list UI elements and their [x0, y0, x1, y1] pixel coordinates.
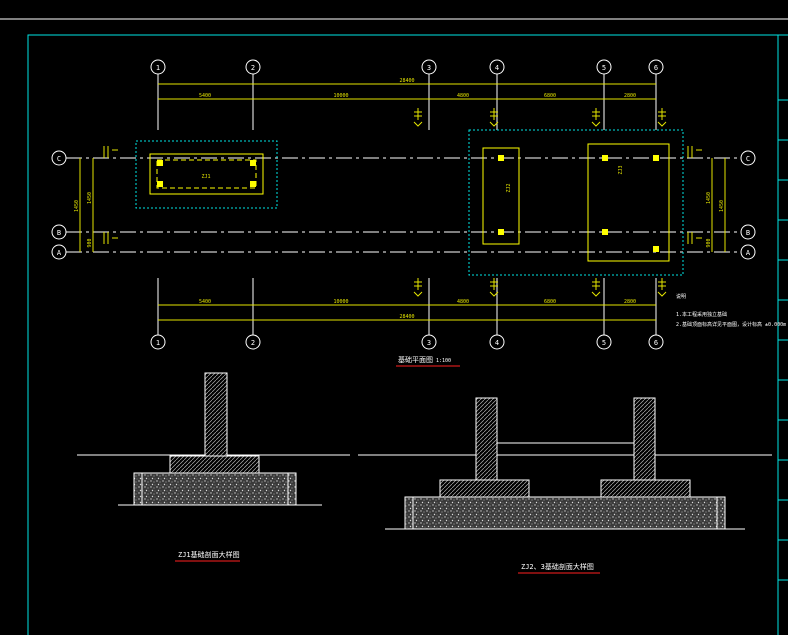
dim-top-3: 4800	[457, 93, 469, 99]
column	[250, 181, 256, 187]
axis-label-4-top: 4	[495, 64, 499, 72]
elevation-marks	[103, 108, 702, 297]
footing-label-zj1: ZJ1	[201, 174, 210, 180]
footing-label-zj2: ZJ2	[506, 183, 512, 192]
dim-bottom-5: 2800	[624, 299, 636, 305]
plan-title: 基础平面图	[398, 355, 433, 364]
detail-zj2-zj3: ZJ2、3基础剖面大样图	[358, 397, 772, 574]
axis-label-a-left: A	[57, 249, 62, 257]
footing-zj2	[482, 147, 520, 245]
notes-heading: 说明	[676, 293, 686, 300]
detail-left-title: ZJ1基础剖面大样图	[178, 550, 240, 559]
plan-notes: 说明 1.本工程采用独立基础 2.基础顶面标高详见平面图，设计标高 ±0.000…	[676, 293, 786, 328]
dim-bottom-4: 6800	[544, 299, 556, 305]
dim-top-5: 2800	[624, 93, 636, 99]
axis-label-4-bottom: 4	[495, 339, 499, 347]
axis-label-b-right: B	[746, 229, 750, 237]
column	[602, 229, 608, 235]
column	[653, 246, 659, 252]
axis-label-6-top: 6	[654, 64, 658, 72]
column	[157, 160, 163, 166]
axis-labels: 1 2 3 4 5 6 1 2 3 4 5 6 C B A C B A	[57, 64, 751, 347]
axis-label-2-top: 2	[251, 64, 255, 72]
axis-bubbles-left	[51, 150, 67, 260]
dim-top-2: 10000	[333, 93, 348, 99]
footing-labels: ZJ1 ZJ2 ZJ3	[201, 165, 624, 192]
footing-label-zj3: ZJ3	[618, 165, 624, 174]
dim-right-3: 900	[706, 238, 712, 247]
axis-label-c-left: C	[57, 155, 61, 163]
title-block-ticks	[778, 99, 788, 581]
dim-bottom-2: 10000	[333, 299, 348, 305]
dim-top-total: 28400	[399, 78, 414, 84]
detail-zj1: ZJ1基础剖面大样图	[77, 372, 350, 562]
axis-label-c-right: C	[746, 155, 750, 163]
plan-title-group: 基础平面图 1:100	[396, 355, 460, 367]
dim-left-1: 1450	[74, 200, 80, 212]
notes-line-2: 2.基础顶面标高详见平面图，设计标高 ±0.000m	[676, 321, 786, 328]
dimension-lines-top	[158, 83, 656, 100]
dim-top-4: 6800	[544, 93, 556, 99]
footing-base	[404, 496, 726, 530]
dimension-lines-right	[711, 158, 726, 252]
vertical-axis-lines	[157, 74, 657, 335]
axis-label-5-bottom: 5	[602, 339, 606, 347]
dim-left-3: 900	[87, 238, 93, 247]
columns	[157, 155, 659, 252]
column-stem	[204, 372, 228, 458]
axis-label-3-bottom: 3	[427, 339, 431, 347]
axis-label-2-bottom: 2	[251, 339, 255, 347]
dim-right-2: 1450	[719, 200, 725, 212]
footings	[149, 143, 670, 262]
axis-bubbles-bottom	[150, 334, 664, 350]
axis-label-1-bottom: 1	[156, 339, 160, 347]
axis-label-b-left: B	[57, 229, 61, 237]
pile-caps	[135, 129, 684, 276]
column	[498, 229, 504, 235]
axis-label-5-top: 5	[602, 64, 606, 72]
dim-right-1: 1450	[706, 192, 712, 204]
dimension-text-right: 1450 1450 900	[706, 192, 725, 248]
axis-label-1-top: 1	[156, 64, 160, 72]
axis-label-a-right: A	[746, 249, 751, 257]
plan-scale: 1:100	[436, 358, 451, 364]
column-stem-left	[475, 397, 498, 481]
column	[157, 181, 163, 187]
axis-label-6-bottom: 6	[654, 339, 658, 347]
pile-cap-zj2-zj3	[468, 129, 684, 276]
column	[498, 155, 504, 161]
footing-base	[133, 472, 297, 506]
column	[653, 155, 659, 161]
axis-bubbles-top	[150, 59, 664, 75]
footing-step-right	[600, 479, 691, 498]
column-stem-right	[633, 397, 656, 481]
footing-step	[169, 455, 260, 474]
dimension-lines-bottom	[158, 304, 656, 321]
drawing-frame	[0, 18, 788, 635]
detail-right-title: ZJ2、3基础剖面大样图	[521, 562, 594, 571]
dim-bottom-1: 5400	[199, 299, 211, 305]
dim-left-2: 1450	[87, 192, 93, 204]
dimension-text-left: 1450 1450 900	[74, 192, 93, 248]
column	[250, 160, 256, 166]
footing-zj1-inner	[156, 159, 257, 189]
dimension-lines-left	[79, 158, 94, 252]
footing-zj1	[149, 153, 264, 195]
horizontal-axis-lines	[66, 157, 740, 253]
dim-top-1: 5400	[199, 93, 211, 99]
axis-label-3-top: 3	[427, 64, 431, 72]
dim-bottom-total: 28400	[399, 314, 414, 320]
dim-bottom-3: 4800	[457, 299, 469, 305]
foundation-plan: 28400 5400 10000 4800 6800 2800 5400 100…	[51, 59, 786, 367]
footing-step-left	[439, 479, 530, 498]
column	[602, 155, 608, 161]
dimension-text-top: 28400 5400 10000 4800 6800 2800	[199, 78, 636, 99]
dimension-text-bottom: 5400 10000 4800 6800 2800 28400	[199, 299, 636, 320]
axis-bubbles-right	[740, 150, 756, 260]
footing-zj3	[587, 143, 670, 262]
notes-line-1: 1.本工程采用独立基础	[676, 311, 727, 318]
